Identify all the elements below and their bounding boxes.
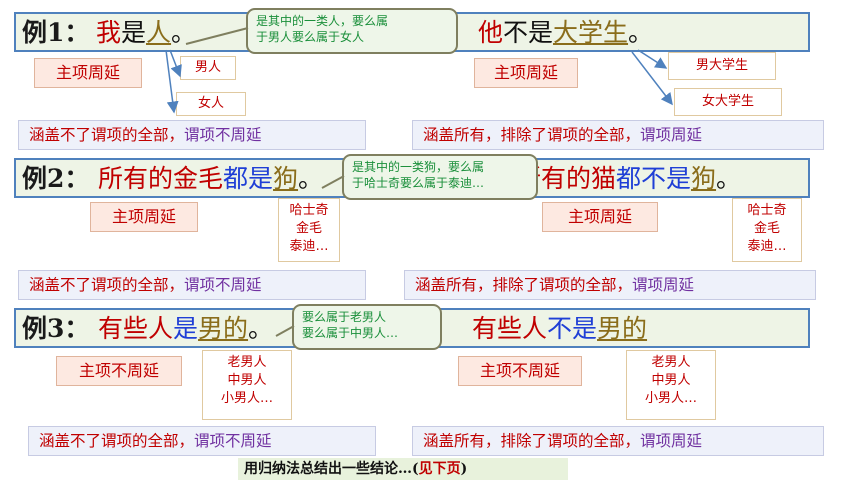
callout-line: 要么属于老男人 (302, 310, 387, 324)
example-1-left-tag: 主项周延 (34, 58, 142, 88)
example-1-label: 例1： (22, 18, 90, 47)
example-2-left-tag: 主项周延 (90, 202, 198, 232)
example-1-right-statement: 他不是大学生。 (478, 14, 653, 54)
item: 小男人… (644, 391, 697, 406)
footer-main: 用归纳法总结出一些结论…( (244, 461, 419, 477)
subject-term: 所有的金毛 (98, 164, 224, 193)
example-2-right-cover: 涵盖所有，排除了谓项的全部，谓项周延 (404, 270, 816, 300)
example-2-right-statement: 所有的猫都不是狗。 (516, 160, 741, 200)
example-1-left-statement: 我是人。 (96, 14, 196, 54)
example-3-label: 例3： (22, 314, 90, 343)
item: 老男人 (651, 355, 691, 370)
example-2-left-statement: 所有的金毛都是狗。 (98, 160, 323, 200)
copula: 都是 (223, 164, 274, 193)
predicate-term: 男的 (198, 314, 249, 343)
item: 哈士奇 (289, 203, 329, 218)
arrow-to-male-student (637, 49, 668, 69)
example-1-right-item-1: 男大学生 (668, 52, 776, 80)
item: 金毛 (753, 221, 780, 236)
example-1-callout: 是其中的一类人，要么属 于男人要么属于女人 (246, 8, 458, 54)
period: 。 (298, 164, 324, 193)
arrow-to-female-student (631, 51, 673, 106)
example-1-right-tag: 主项周延 (474, 58, 578, 88)
copula: 都不是 (616, 164, 692, 193)
item: 中男人 (651, 373, 691, 388)
subject-term: 他 (478, 18, 504, 47)
cover-text: 涵盖不了谓项的全部， (29, 276, 185, 294)
example-2-callout-pointer (321, 175, 345, 189)
copula: 不是 (547, 314, 598, 343)
example-2-label: 例2： (22, 164, 90, 193)
item: 金毛 (295, 221, 322, 236)
callout-line: 要么属于中男人… (302, 326, 399, 340)
example-2-left-cover: 涵盖不了谓项的全部，谓项不周延 (18, 270, 366, 300)
arrow-to-male (169, 49, 182, 78)
example-1-callout-pointer (185, 27, 249, 45)
example-1-right-cover: 涵盖所有，排除了谓项的全部，谓项周延 (412, 120, 824, 150)
period: 。 (716, 164, 742, 193)
footer-end: ) (460, 461, 468, 477)
callout-line: 于哈士奇要么属于泰迪… (352, 176, 485, 190)
example-3-left-tag: 主项不周延 (56, 356, 182, 386)
cover-text: 涵盖不了谓项的全部， (39, 432, 195, 450)
example-2-right-items: 哈士奇 金毛 泰迪… (732, 198, 802, 262)
cover-verdict: 谓项不周延 (194, 432, 272, 450)
predicate-term: 人 (146, 18, 172, 47)
example-3-left-items: 老男人 中男人 小男人… (202, 350, 292, 420)
example-1-right-item-2: 女大学生 (674, 88, 782, 116)
footer-highlight: 见下页 (418, 461, 461, 477)
example-3-callout-pointer (275, 325, 295, 337)
callout-line: 是其中的一类狗，要么属 (352, 160, 485, 174)
item: 泰迪… (747, 239, 787, 254)
predicate-term: 大学生 (553, 18, 629, 47)
callout-line: 是其中的一类人，要么属 (256, 14, 389, 28)
cover-verdict: 谓项周延 (640, 432, 703, 450)
example-1-left-item-2: 女人 (176, 92, 246, 116)
example-1-left-item-1: 男人 (180, 56, 236, 80)
arrow-to-female (165, 49, 179, 114)
item: 哈士奇 (747, 203, 787, 218)
copula: 不是 (503, 18, 554, 47)
callout-line: 于男人要么属于女人 (256, 30, 365, 44)
cover-text: 涵盖所有，排除了谓项的全部， (415, 276, 633, 294)
item: 老男人 (227, 355, 267, 370)
example-3-callout: 要么属于老男人 要么属于中男人… (292, 304, 442, 350)
example-2-callout: 是其中的一类狗，要么属 于哈士奇要么属于泰迪… (342, 154, 538, 200)
example-3-left-statement: 有些人是男的。 (98, 310, 273, 350)
item: 泰迪… (289, 239, 329, 254)
example-3-right-cover: 涵盖所有，排除了谓项的全部，谓项周延 (412, 426, 824, 456)
example-3-left-cover: 涵盖不了谓项的全部，谓项不周延 (28, 426, 376, 456)
cover-verdict: 谓项不周延 (184, 276, 262, 294)
example-3-right-tag: 主项不周延 (458, 356, 582, 386)
cover-text: 涵盖所有，排除了谓项的全部， (423, 432, 641, 450)
example-3-right-items: 老男人 中男人 小男人… (626, 350, 716, 420)
subject-term: 有些人 (98, 314, 174, 343)
predicate-term: 狗 (691, 164, 717, 193)
footer-note: 用归纳法总结出一些结论…(见下页) (238, 458, 568, 480)
example-2-left-items: 哈士奇 金毛 泰迪… (278, 198, 340, 262)
cover-verdict: 谓项周延 (632, 276, 695, 294)
period: 。 (248, 314, 274, 343)
item: 小男人… (220, 391, 273, 406)
copula: 是 (121, 18, 147, 47)
predicate-term: 狗 (273, 164, 299, 193)
example-2-right-tag: 主项周延 (542, 202, 658, 232)
cover-text: 涵盖不了谓项的全部， (29, 126, 185, 144)
cover-verdict: 谓项不周延 (184, 126, 262, 144)
period: 。 (628, 18, 654, 47)
cover-text: 涵盖所有，排除了谓项的全部， (423, 126, 641, 144)
copula: 是 (173, 314, 199, 343)
predicate-term: 男的 (597, 314, 648, 343)
subject-term: 有些人 (472, 314, 548, 343)
example-1-left-cover: 涵盖不了谓项的全部，谓项不周延 (18, 120, 366, 150)
example-3-right-statement: 有些人不是男的 (472, 310, 647, 350)
item: 中男人 (227, 373, 267, 388)
subject-term: 我 (96, 18, 122, 47)
cover-verdict: 谓项周延 (640, 126, 703, 144)
